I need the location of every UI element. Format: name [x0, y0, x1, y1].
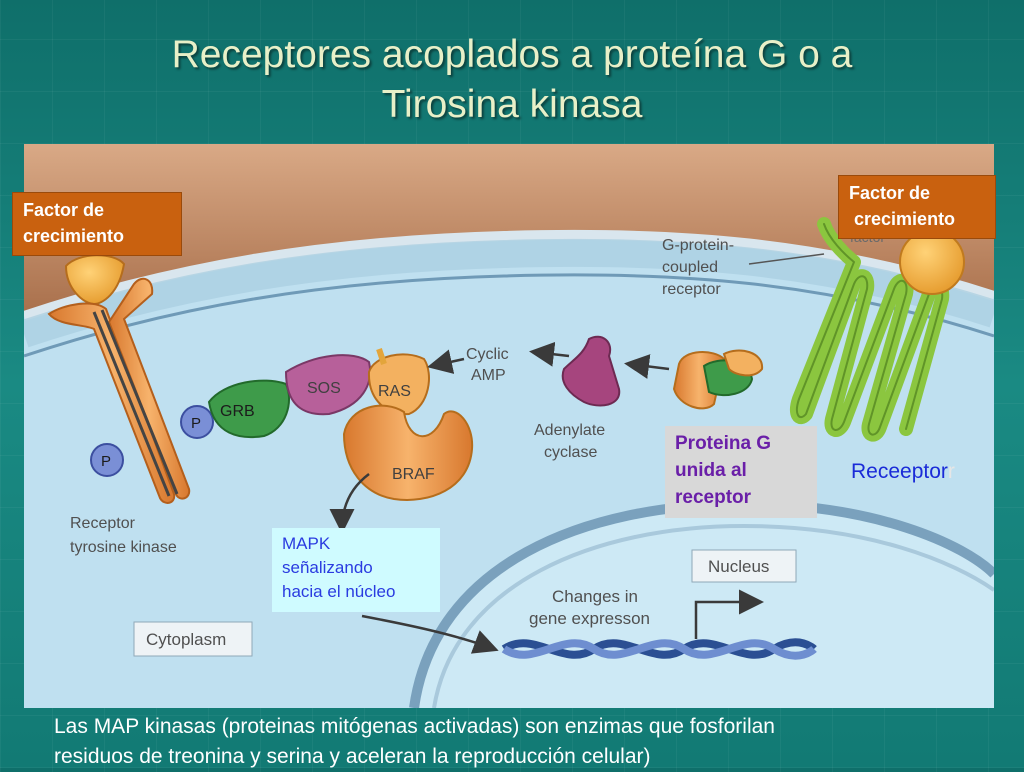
phosphate-circle-1: [180, 405, 214, 439]
arrow-camp-to-ras: [427, 349, 465, 374]
label-grb: GRB: [220, 403, 255, 420]
g-protein-shape: [672, 349, 764, 410]
cytoplasm-label-box: [133, 621, 253, 657]
label-rtk-line2: tyrosine kinase: [70, 539, 177, 556]
callout-mapk-line2: señalizando: [282, 558, 373, 577]
ras-stem: [376, 348, 387, 365]
label-gpcr-line3: receptor: [662, 281, 721, 298]
arrow-ac-to-camp: [529, 341, 570, 367]
callout-receptor-text: Receeptor: [851, 460, 948, 483]
arrow-braf-down: [329, 473, 370, 534]
nucleus-membrane-inner: [432, 523, 994, 708]
label-p2: P: [101, 453, 111, 470]
arrow-gprotein-to-ac: [624, 354, 670, 379]
label-changes-line1: Changes in: [552, 587, 638, 606]
callout-factor-right-line2: crecimiento: [854, 209, 956, 229]
adenylate-cyclase-shape: [561, 335, 621, 407]
sos-shape: [284, 354, 371, 416]
receptor-tyrosine-kinase-shape: [47, 277, 191, 504]
callout-gprotein-line3: receptor: [675, 487, 752, 508]
callout-gprotein: Proteina G unida al receptor: [665, 426, 817, 518]
bottom-line-2: residuos de treonina y serina y aceleran…: [54, 745, 651, 768]
callout-mapk-line1: MAPK: [282, 534, 331, 553]
label-braf: BRAF: [392, 466, 435, 483]
callout-factor-left-line1: Factor de: [23, 200, 105, 220]
phosphate-circle-2: [90, 443, 124, 477]
gpcr-pointer-line: [748, 253, 825, 265]
grb-shape: [207, 379, 290, 439]
label-ras: RAS: [378, 383, 411, 400]
callout-mapk-line3: hacia el núcleo: [282, 582, 396, 601]
label-changes-line2: gene expresson: [529, 609, 650, 628]
dna-helix-shape: [501, 638, 817, 660]
label-nucleus: Nucleus: [708, 557, 769, 576]
membrane-band: [24, 238, 994, 348]
slide-title: Receptores acoplados a proteína G o a Ti…: [40, 30, 984, 130]
callout-gprotein-line1: Proteina G: [675, 433, 772, 454]
label-camp-line2: AMP: [471, 367, 506, 384]
nucleus-label-box: [691, 549, 797, 583]
nucleus-shape: [414, 504, 994, 708]
label-gpcr-line2: coupled: [662, 259, 718, 276]
callout-receptor-suffix: r: [947, 460, 955, 483]
ras-shape: [367, 353, 430, 416]
label-rtk-line1: Receptor: [70, 515, 136, 532]
label-camp-line1: Cyclic: [466, 346, 509, 363]
label-sos: SOS: [307, 380, 341, 397]
signaling-diagram: G-protein- coupled receptor factor Cycli…: [24, 144, 994, 708]
callout-mapk: MAPK señalizando hacia el núcleo: [272, 528, 440, 612]
callout-receptor: Receeptorr: [851, 460, 955, 484]
label-adenylate-line1: Adenylate: [534, 422, 605, 439]
callout-factor-left: Factor de crecimiento: [12, 192, 182, 256]
label-gpcr-line1: G-protein-: [662, 237, 734, 254]
extracellular-area: [24, 144, 994, 314]
callout-factor-right: Factor de crecimiento: [838, 175, 996, 239]
label-p1: P: [191, 415, 201, 432]
arrow-mapk-to-dna: [361, 614, 499, 654]
gpcr-serpentine-outline: [796, 223, 944, 436]
bottom-line-1: Las MAP kinasas (proteinas mitógenas act…: [54, 715, 775, 738]
growth-factor-right-ball: [899, 229, 965, 295]
callout-factor-right-line1: Factor de: [849, 183, 931, 203]
braf-shape: [342, 404, 474, 501]
title-line-2: Tirosina kinasa: [381, 83, 643, 126]
arrow-transcription: [694, 589, 764, 639]
label-adenylate-line2: cyclase: [544, 444, 597, 461]
membrane-outer: [24, 229, 994, 321]
bottom-description: Las MAP kinasas (proteinas mitógenas act…: [54, 712, 984, 772]
callout-factor-left-line2: crecimiento: [23, 226, 125, 246]
label-cytoplasm: Cytoplasm: [146, 630, 226, 649]
callout-gprotein-line2: unida al: [675, 460, 747, 481]
title-line-1: Receptores acoplados a proteína G o a: [171, 33, 853, 76]
